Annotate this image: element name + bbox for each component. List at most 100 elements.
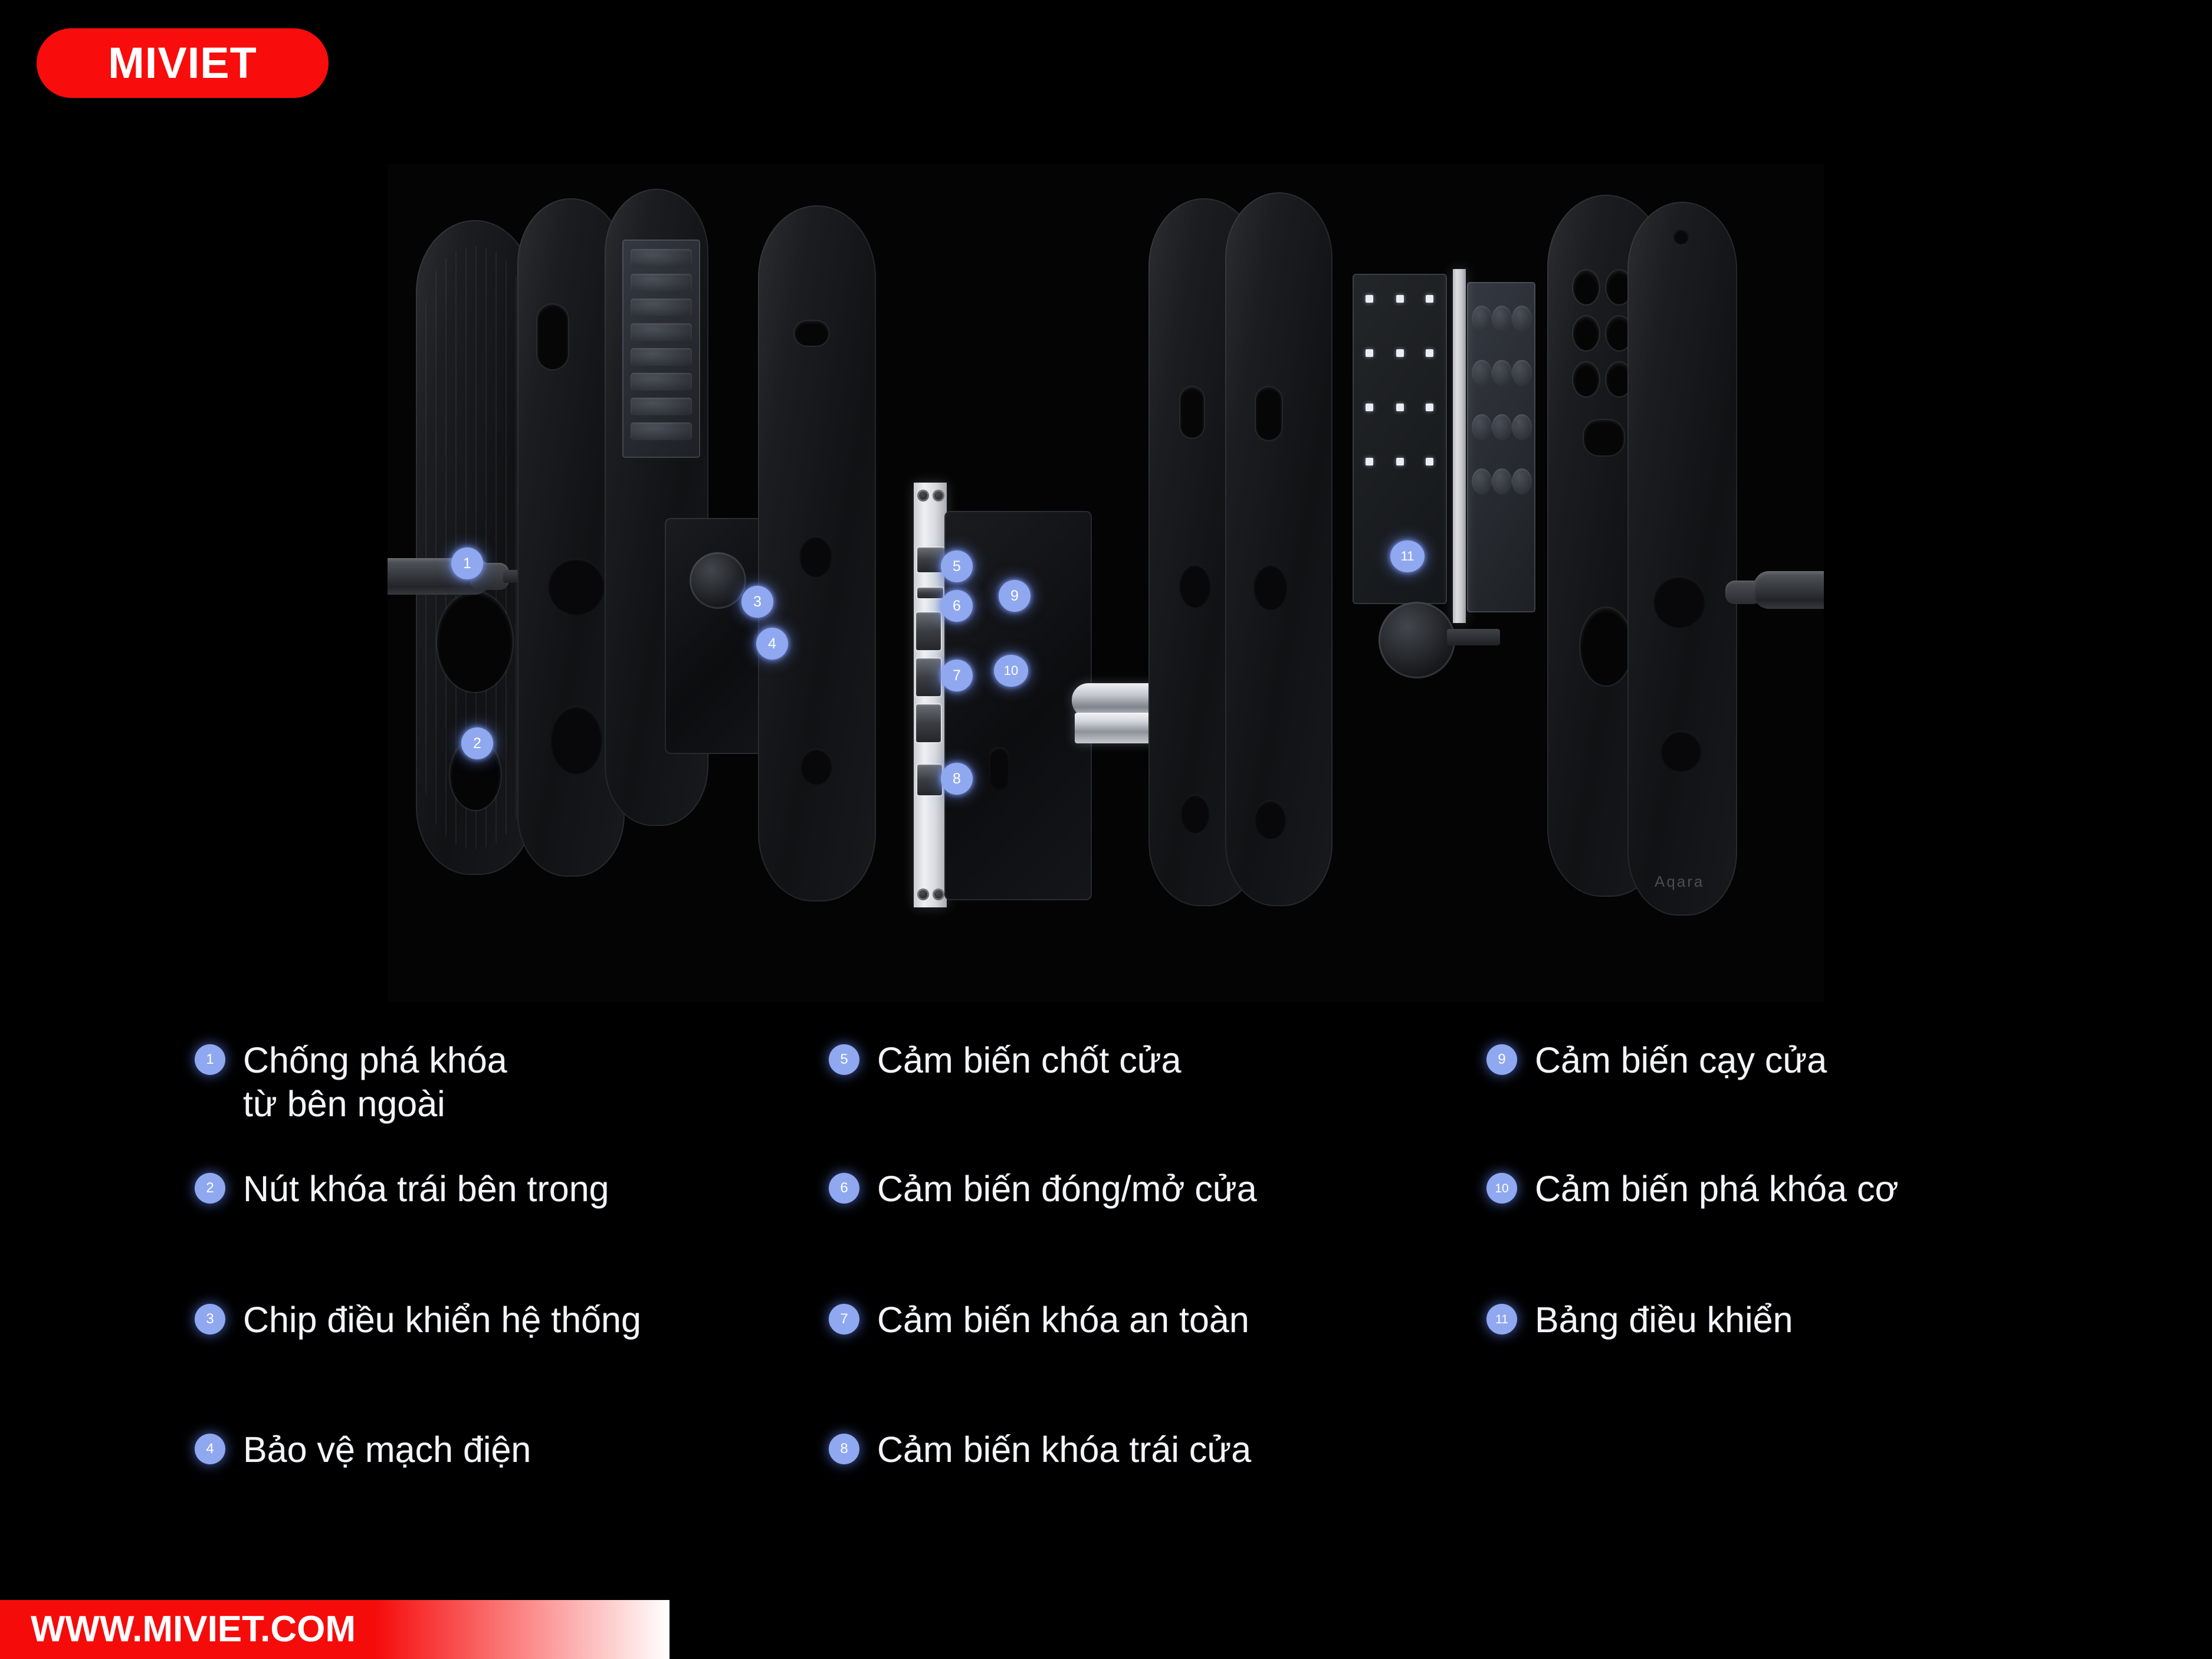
latch-bolt-1 [917,547,944,572]
auxiliary-latch [917,765,942,795]
deadbolt-2 [916,658,941,696]
door-state-sensor-pin [917,588,943,598]
faceplate-screw-top [917,490,929,501]
exterior-motor-gearbox-front [690,552,746,609]
callout-marker-1[interactable]: 1 [451,547,483,579]
exterior-back-plate [758,205,876,901]
legend-label-9: Cảm biến cạy cửa [1535,1040,1827,1080]
legend-item-6[interactable]: 6 Cảm biến đóng/mở cửa [829,1167,1257,1211]
keypad-key [1492,306,1512,332]
interior-front-panel: Aqara [1627,202,1737,916]
pcb-led [1426,458,1433,465]
legend-badge-11: 11 [1486,1304,1517,1335]
callout-marker-7[interactable]: 7 [941,660,973,691]
legend-label-2: Nút khóa trái bên trong [243,1169,609,1209]
legend-item-1[interactable]: 1 Chống phá khóa từ bên ngoài [195,1038,507,1126]
legend-badge-2: 2 [195,1173,225,1204]
mounting-plate-slot [1256,387,1282,440]
legend-badge-9: 9 [1486,1044,1517,1075]
keypad-key [1492,414,1512,440]
interior-key-slot [1573,316,1599,350]
component-legend: 1 Chống phá khóa từ bên ngoài 2 Nút khóa… [195,1038,2159,1552]
keypad-key [1512,360,1532,386]
keypad-key [1512,306,1532,332]
legend-item-5[interactable]: 5 Cảm biến chốt cửa [829,1038,1182,1082]
callout-marker-4[interactable]: 4 [756,628,788,660]
faceplate-screw-top2 [933,490,944,501]
module-fin [631,348,692,366]
callout-marker-5[interactable]: 5 [941,550,973,582]
legend-label-7: Cảm biến khóa an toàn [877,1300,1249,1340]
interior-motor-spindle [1447,629,1500,645]
keypad-key [1472,360,1492,386]
legend-label-1: Chống phá khóa từ bên ngoài [243,1040,507,1124]
keypad-key [1472,468,1492,494]
cover-handle-hole [437,592,513,692]
pcb-led [1366,458,1373,465]
legend-item-2[interactable]: 2 Nút khóa trái bên trong [195,1167,609,1211]
deadbolt-1 [916,612,941,650]
body-battery-slot [537,304,568,369]
interior-door-handle [1754,571,1824,609]
interior-shell-hole-mid [1179,564,1211,608]
keypad-light-guide [1453,269,1466,623]
pcb-led [1366,349,1373,357]
module-fin [631,373,692,391]
module-fin [631,299,692,316]
callout-marker-11[interactable]: 11 [1390,540,1425,572]
legend-item-8[interactable]: 8 Cảm biến khóa trái cửa [829,1428,1251,1471]
body-lower-hole [550,706,602,774]
callout-marker-6[interactable]: 6 [941,590,973,622]
pcb-led [1366,404,1373,411]
legend-label-3: Chip điều khiển hệ thống [243,1300,641,1340]
interior-panel-indicator [1673,229,1689,244]
chip-module-block [622,240,700,458]
legend-label-5: Cảm biến chốt cửa [877,1040,1182,1080]
product-exploded-view-image: Aqara 1 2 3 4 5 6 7 8 9 10 11 [388,164,1824,1002]
pcb-led [1396,404,1404,411]
legend-item-4[interactable]: 4 Bảo vệ mạch điện [195,1428,531,1471]
legend-item-11[interactable]: 11 Bảng điều khiển [1486,1298,1793,1342]
legend-item-3[interactable]: 3 Chip điều khiển hệ thống [195,1298,641,1342]
pcb-led [1396,349,1404,357]
interior-shell-hole-low [1180,794,1210,833]
brand-logo-text: MIVIET [108,38,257,87]
legend-badge-8: 8 [829,1434,859,1464]
callout-marker-9[interactable]: 9 [999,580,1030,612]
pcb-led [1396,295,1404,303]
legend-label-8: Cảm biến khóa trái cửa [877,1430,1252,1470]
keypad-key [1512,414,1532,440]
module-fin [631,249,692,267]
keypad-membrane [1467,282,1535,612]
pcb-led [1426,349,1433,357]
body-spindle-hole [548,558,605,615]
legend-badge-4: 4 [195,1434,225,1464]
interior-handle-hole [1580,608,1632,686]
legend-item-9[interactable]: 9 Cảm biến cạy cửa [1486,1038,1827,1082]
keypad-key [1492,360,1512,386]
mounting-plate-hole [1253,564,1288,610]
pcb-led [1426,295,1433,303]
keypad-key [1512,468,1532,494]
keypad-key [1472,306,1492,332]
backplate-hole-mid [799,536,832,577]
interior-panel-thumbturn-hole [1660,730,1702,772]
interior-key-slot [1573,270,1599,304]
backplate-hole-low [800,748,832,785]
legend-label-11: Bảng điều khiển [1535,1300,1793,1340]
legend-label-10: Cảm biến phá khóa cơ [1535,1169,1899,1209]
mortise-cylinder-hole [989,747,1009,789]
keypad-key [1472,414,1492,440]
callout-marker-10[interactable]: 10 [994,655,1028,687]
callout-marker-2[interactable]: 2 [461,727,493,759]
faceplate-screw-bottom2 [933,888,944,900]
pcb-led [1426,404,1433,411]
interior-shell-slot [1180,387,1204,438]
legend-item-7[interactable]: 7 Cảm biến khóa an toàn [829,1298,1249,1342]
legend-item-10[interactable]: 10 Cảm biến phá khóa cơ [1486,1167,1898,1211]
callout-marker-3[interactable]: 3 [741,586,773,618]
callout-marker-8[interactable]: 8 [941,763,973,795]
aqara-brand-mark: Aqara [1655,873,1705,890]
interior-display-window [1584,420,1624,455]
